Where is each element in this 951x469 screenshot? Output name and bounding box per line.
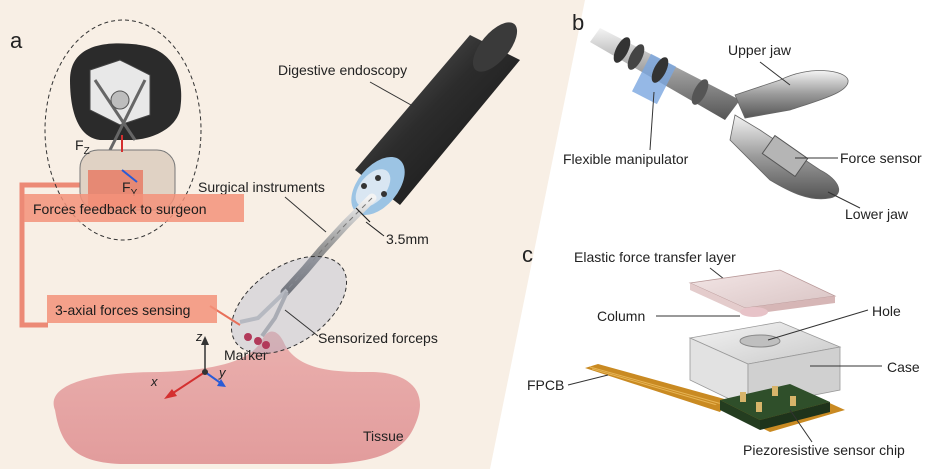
flexible-manipulator-label: Flexible manipulator xyxy=(563,151,689,167)
sensor-chip xyxy=(720,384,830,430)
diameter-leader xyxy=(365,221,385,237)
digestive-endoscopy-label: Digestive endoscopy xyxy=(278,62,407,78)
lower-jaw-label: Lower jaw xyxy=(845,206,909,222)
lower-jaw-leader xyxy=(827,191,861,209)
chip-label: Piezoresistive sensor chip xyxy=(743,442,905,458)
sensorized-forceps-label: Sensorized forceps xyxy=(318,330,438,346)
upper-jaw-label: Upper jaw xyxy=(728,42,792,58)
marker-label: Marker xyxy=(224,347,268,363)
manipulator-leader xyxy=(649,91,655,151)
upper-jaw-leader xyxy=(759,61,791,86)
forces-feedback-label: Forces feedback to surgeon xyxy=(33,201,207,217)
case-label: Case xyxy=(887,359,920,375)
panel-label-c: c xyxy=(522,242,533,267)
column-shape xyxy=(740,307,768,317)
fpcb-leader xyxy=(567,374,609,386)
tissue-label: Tissue xyxy=(363,428,404,444)
hole-leader xyxy=(767,309,869,341)
digestive-endoscope xyxy=(351,22,520,216)
coordinate-axes xyxy=(164,336,226,399)
hole-label: Hole xyxy=(872,303,901,319)
chip-leader xyxy=(789,409,813,443)
forceps-highlight-ellipse xyxy=(230,255,348,355)
forces-feedback-box xyxy=(24,194,244,222)
surgical-instruments-label: Surgical instruments xyxy=(198,179,325,195)
surgical-instrument xyxy=(239,193,377,338)
fpcb-label: FPCB xyxy=(527,377,564,393)
forceps-leader xyxy=(284,309,319,337)
axis-x-label: x xyxy=(150,374,158,389)
axial-sensing-box xyxy=(47,295,217,323)
fy-label: FY xyxy=(122,179,138,199)
axial-sensing-label: 3-axial forces sensing xyxy=(55,302,190,318)
marker-dot-3 xyxy=(262,341,270,349)
axis-z-label: z xyxy=(195,329,203,344)
elastic-layer-plate xyxy=(688,269,837,315)
axis-y-label: y xyxy=(218,365,227,380)
panel-label-a: a xyxy=(10,28,23,53)
marker-dot-1 xyxy=(244,333,252,341)
marker-dot-2 xyxy=(254,337,262,345)
surgical-instruments-leader xyxy=(284,196,327,233)
endoscopy-leader xyxy=(369,81,421,111)
forceps-closeup xyxy=(590,28,849,200)
tissue-shape xyxy=(53,331,420,464)
panel-label-b: b xyxy=(572,10,584,35)
controller-circle xyxy=(44,19,202,241)
diameter-label: 3.5mm xyxy=(386,231,429,247)
column-label: Column xyxy=(597,308,645,324)
elastic-layer-label: Elastic force transfer layer xyxy=(574,249,736,265)
fz-label: FZ xyxy=(75,137,90,157)
diameter-bracket xyxy=(355,207,371,223)
force-sensor-label: Force sensor xyxy=(840,150,922,166)
